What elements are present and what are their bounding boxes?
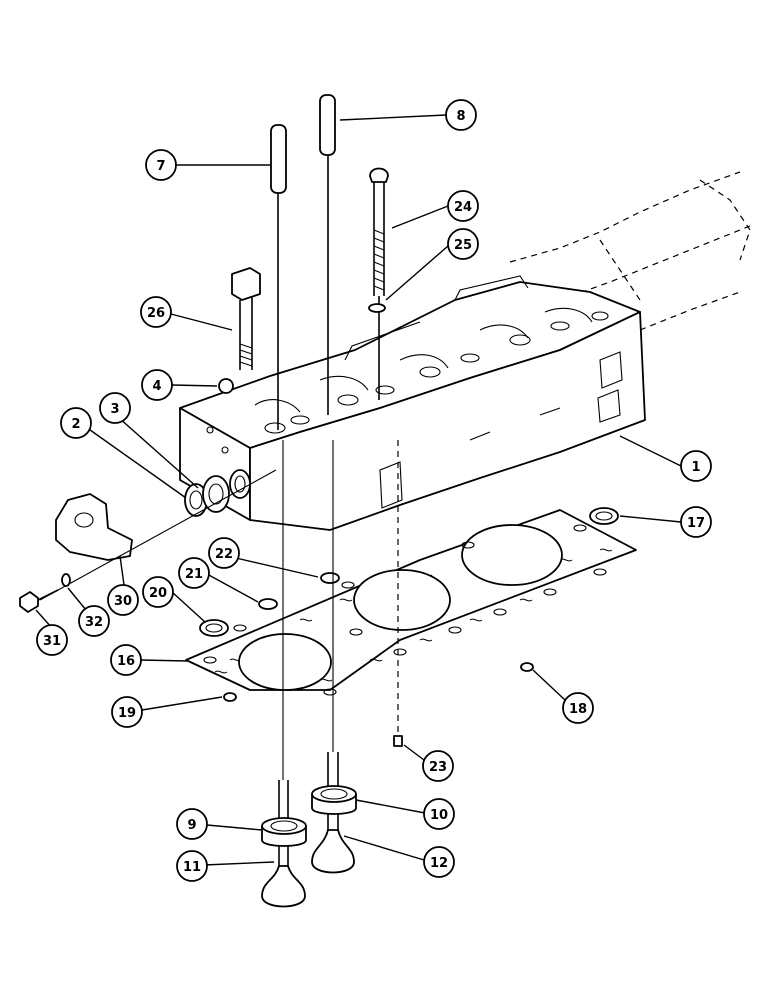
callout-c2: 2: [60, 407, 92, 439]
callout-label: 30: [114, 594, 132, 609]
callout-label: 11: [183, 860, 201, 875]
callout-c32: 32: [78, 605, 110, 637]
callout-c17: 17: [680, 506, 712, 538]
small-seal-18: [520, 662, 534, 672]
callout-label: 4: [152, 379, 161, 394]
valve-axis-lines: [282, 440, 334, 780]
push-rods: [270, 94, 336, 430]
dowel-pin: [393, 440, 403, 747]
bracket-axis-line: [39, 469, 277, 601]
callout-c8: 8: [445, 99, 477, 131]
callout-c3: 3: [99, 392, 131, 424]
callout-c12: 12: [423, 846, 455, 878]
callout-label: 9: [187, 818, 196, 833]
callout-label: 18: [569, 702, 587, 717]
valve-seat-9: [261, 817, 307, 847]
valve-seat-10: [311, 785, 357, 815]
callout-c1: 1: [680, 450, 712, 482]
seal-washer: [199, 619, 229, 637]
callout-label: 16: [117, 654, 135, 669]
callout-label: 10: [430, 808, 448, 823]
callout-label: 20: [149, 586, 167, 601]
callout-label: 17: [687, 516, 705, 531]
callout-c24: 24: [447, 190, 479, 222]
bracket-bolt: [19, 589, 59, 613]
callout-label: 19: [118, 706, 136, 721]
small-seal-19: [223, 692, 237, 702]
callout-c23: 23: [422, 750, 454, 782]
bracket: [55, 493, 133, 561]
callout-label: 2: [71, 417, 80, 432]
callout-c31: 31: [36, 624, 68, 656]
callout-label: 22: [215, 547, 233, 562]
callout-c11: 11: [176, 850, 208, 882]
callout-label: 24: [454, 200, 472, 215]
callout-c16: 16: [110, 644, 142, 676]
callout-label: 7: [156, 159, 165, 174]
callout-label: 12: [430, 856, 448, 871]
callout-c26: 26: [140, 296, 172, 328]
head-bolt: [231, 267, 261, 370]
callout-c10: 10: [423, 798, 455, 830]
callout-label: 21: [185, 567, 203, 582]
bracket-washer: [61, 573, 71, 587]
seal-ring: [589, 507, 619, 525]
callout-label: 26: [147, 306, 165, 321]
callout-label: 8: [456, 109, 465, 124]
callout-label: 25: [454, 238, 472, 253]
callout-c22: 22: [208, 537, 240, 569]
small-washer-21: [258, 598, 278, 610]
callout-c7: 7: [145, 149, 177, 181]
long-bolt: [369, 167, 389, 400]
callout-c21: 21: [178, 557, 210, 589]
callout-c20: 20: [142, 576, 174, 608]
cylinder-head: [179, 275, 646, 531]
leader-lines: [35, 114, 682, 866]
bolt-washer: [368, 303, 386, 313]
engine-block-outline: [509, 171, 751, 331]
callout-c25: 25: [447, 228, 479, 260]
callout-c9: 9: [176, 808, 208, 840]
callout-c19: 19: [111, 696, 143, 728]
callout-label: 1: [691, 460, 700, 475]
callout-label: 31: [43, 634, 61, 649]
small-washer-22: [320, 572, 340, 584]
callout-label: 32: [85, 615, 103, 630]
callout-c30: 30: [107, 584, 139, 616]
callout-c4: 4: [141, 369, 173, 401]
callout-c18: 18: [562, 692, 594, 724]
plug: [218, 378, 234, 394]
head-gasket: [185, 509, 637, 696]
callout-label: 23: [429, 760, 447, 775]
side-seals: [184, 475, 230, 517]
callout-label: 3: [110, 402, 119, 417]
